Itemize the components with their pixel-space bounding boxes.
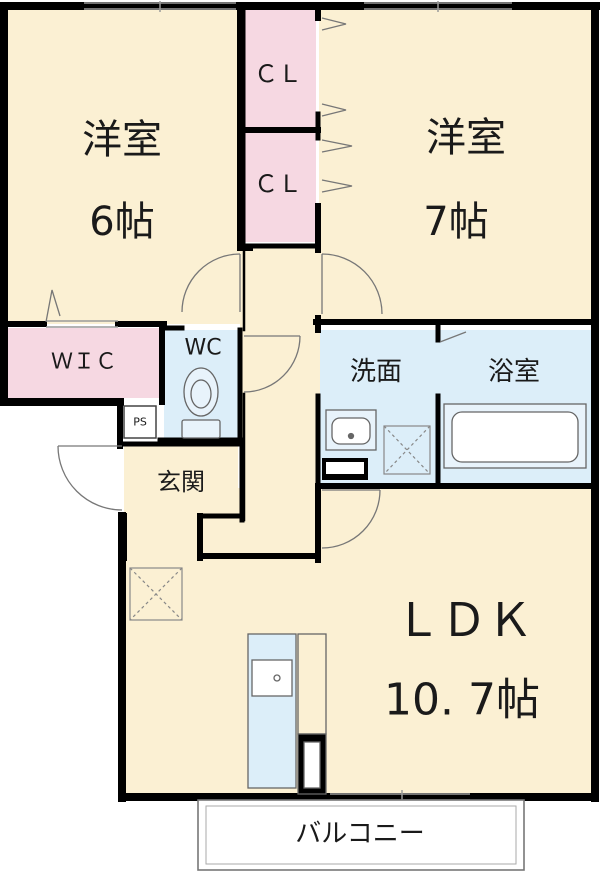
laundry-space-icon [383, 425, 431, 475]
floor-fills [8, 10, 591, 794]
ldk-size: 10. 7帖 [384, 675, 540, 726]
wic-label: ＷＩＣ [51, 350, 117, 375]
bathtub-icon [443, 403, 587, 469]
ldk-name: ＬＤＫ [395, 593, 533, 647]
ps-box: PS [123, 405, 157, 439]
storage-mark-icon [129, 567, 183, 621]
western-room-left-name: 洋室 [82, 117, 162, 163]
closet-top-floor [244, 10, 316, 128]
western-room-left-floor [8, 10, 240, 324]
bath-label: 浴室 [488, 357, 540, 387]
toilet-icon [181, 367, 221, 439]
balcony: バルコニー [197, 799, 525, 871]
wc-label: WC [184, 336, 221, 361]
western-room-right-name: 洋室 [426, 115, 506, 161]
walls [0, 2, 600, 802]
closet-bottom-floor [244, 132, 316, 242]
washroom-label: 洗面 [350, 357, 402, 387]
wash-basin-icon [325, 409, 377, 451]
western-room-left-size: 6帖 [89, 199, 154, 245]
genkan-label: 玄関 [157, 468, 205, 496]
western-room-right-size: 7帖 [423, 199, 488, 245]
kitchen-counter [247, 633, 327, 795]
closet-top-label: ＣＬ [254, 60, 302, 88]
ldk-floor-upper [320, 488, 591, 558]
wic-floor [8, 328, 160, 398]
ps-label: PS [133, 416, 147, 429]
closet-bottom-label: ＣＬ [254, 170, 302, 198]
door-swings [45, 17, 467, 549]
balcony-label: バルコニー [295, 819, 424, 849]
western-room-right-floor [319, 10, 591, 324]
windows [46, 1, 512, 804]
